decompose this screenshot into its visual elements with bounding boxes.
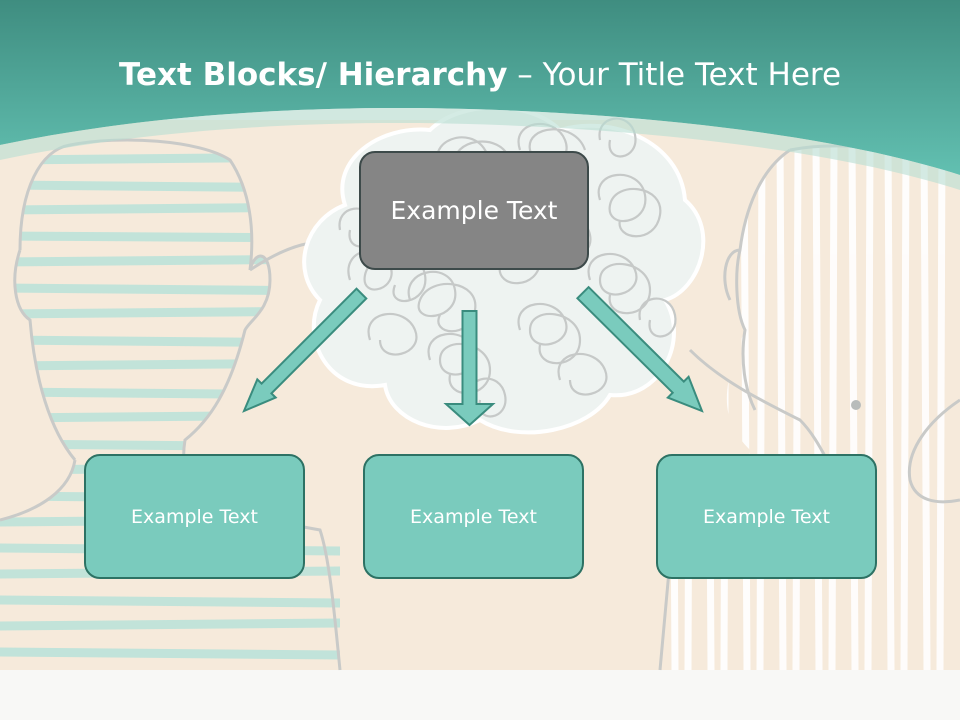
child-box-label: Example Text xyxy=(410,505,537,528)
child-box-center: Example Text xyxy=(363,454,584,579)
child-box-label: Example Text xyxy=(131,505,258,528)
page-title: Text Blocks/ Hierarchy – Your Title Text… xyxy=(0,52,960,98)
title-rest: – Your Title Text Here xyxy=(507,57,842,93)
child-box-left: Example Text xyxy=(84,454,305,579)
top-level-label: Example Text xyxy=(390,196,558,225)
child-box-label: Example Text xyxy=(703,505,830,528)
top-level-box: Example Text xyxy=(359,151,589,270)
child-box-right: Example Text xyxy=(656,454,877,579)
title-bold: Text Blocks/ Hierarchy xyxy=(118,57,508,93)
